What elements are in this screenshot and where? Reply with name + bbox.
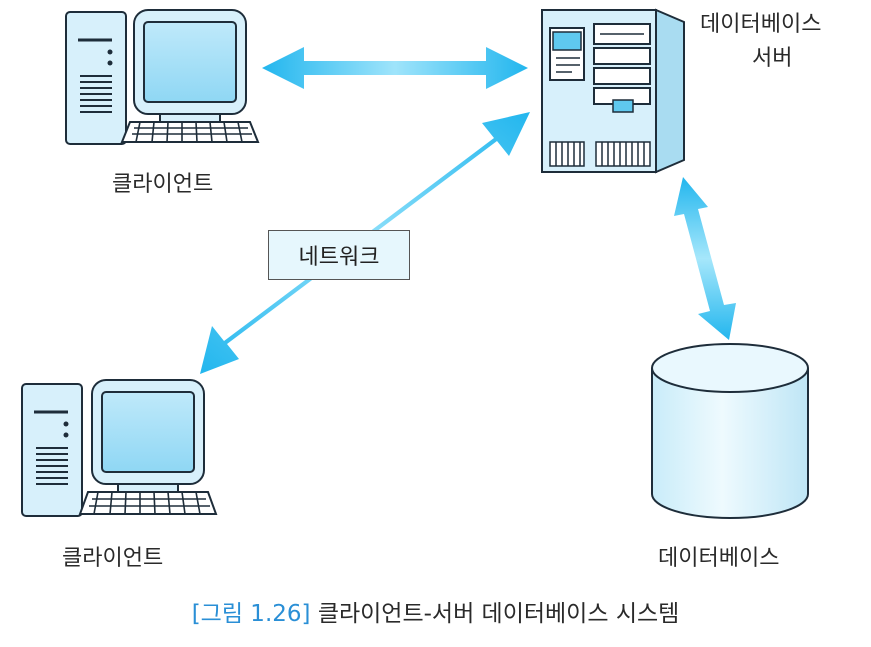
database-label: 데이터베이스 [658,546,780,571]
server-label-line2: 서버 [752,46,793,71]
figure-caption: [그림 1.26] 클라이언트-서버 데이터베이스 시스템 [0,594,871,628]
client-bottom-label: 클라이언트 [62,546,164,571]
database-cylinder-icon [651,343,809,519]
network-label: 네트워크 [298,245,380,270]
server-label-line1: 데이터베이스 [700,12,822,37]
figure-title: 클라이언트-서버 데이터베이스 시스템 [317,601,680,627]
arrow-client-top-to-server [262,47,528,89]
client-computer-bottom [21,379,218,517]
client-top-label: 클라이언트 [112,172,214,197]
database-server [541,8,685,174]
network-label-box: 네트워크 [268,230,410,280]
figure-number: [그림 1.26] [191,601,311,627]
arrow-server-to-database [674,177,736,340]
arrow-client-bottom-to-server [200,112,530,374]
client-computer-top [65,9,260,145]
